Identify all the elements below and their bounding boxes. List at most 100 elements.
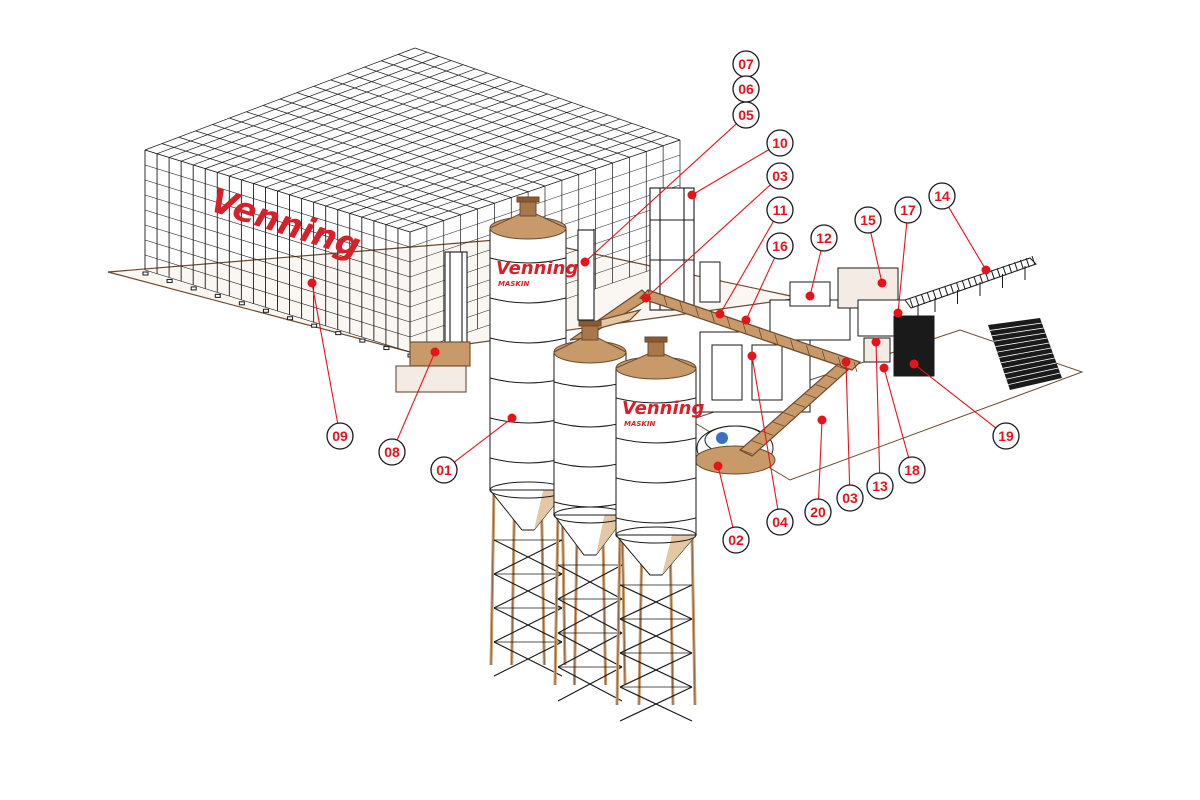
callout-marker-14 <box>981 265 991 275</box>
callout-number: 18 <box>904 462 920 478</box>
callout-03b: 03 <box>836 484 864 512</box>
callout-circle <box>766 232 794 260</box>
callout-circle <box>854 206 882 234</box>
callout-number: 04 <box>772 514 788 530</box>
callout-08: 08 <box>378 438 406 466</box>
callout-marker-13 <box>871 337 881 347</box>
callout-marker-20 <box>817 415 827 425</box>
callout-05: 05 <box>732 101 760 129</box>
leader-line-10 <box>691 149 770 196</box>
leader-line-12 <box>809 250 822 297</box>
callout-number: 15 <box>860 212 876 228</box>
callout-circle <box>866 472 894 500</box>
leader-line-17 <box>897 222 908 314</box>
callout-14: 14 <box>928 182 956 210</box>
callout-number: 14 <box>934 188 950 204</box>
leader-line-16 <box>745 257 776 321</box>
callout-circle <box>766 196 794 224</box>
leader-line-02 <box>717 465 734 528</box>
leader-line-04 <box>751 355 779 510</box>
callout-circle <box>326 422 354 450</box>
leader-line-15 <box>870 232 883 284</box>
callout-marker-08 <box>430 347 440 357</box>
callout-number: 03 <box>842 490 858 506</box>
callout-09: 09 <box>326 422 354 450</box>
callout-circle <box>894 196 922 224</box>
callout-number: 12 <box>816 230 832 246</box>
callout-number: 01 <box>436 462 452 478</box>
callout-number: 07 <box>738 56 754 72</box>
callout-number: 19 <box>998 428 1014 444</box>
callout-number: 10 <box>772 135 788 151</box>
leader-line-09 <box>311 282 339 424</box>
callout-11: 11 <box>766 196 794 224</box>
callout-circle <box>898 456 926 484</box>
callout-marker-02 <box>713 461 723 471</box>
callout-12: 12 <box>810 224 838 252</box>
callout-16: 16 <box>766 232 794 260</box>
callout-circle <box>722 526 750 554</box>
callout-04: 04 <box>766 508 794 536</box>
callout-13: 13 <box>866 472 894 500</box>
callout-circle <box>992 422 1020 450</box>
leader-line-03b <box>845 361 851 486</box>
callout-number: 08 <box>384 444 400 460</box>
callout-marker-18 <box>879 363 889 373</box>
callout-circle <box>928 182 956 210</box>
silo-brand-subtitle: MASKIN <box>498 280 529 288</box>
callout-number: 11 <box>773 202 788 218</box>
callout-circle <box>378 438 406 466</box>
callout-circle <box>430 456 458 484</box>
callout-19: 19 <box>992 422 1020 450</box>
callout-02: 02 <box>722 526 750 554</box>
callout-marker-11 <box>715 309 725 319</box>
leader-line-20 <box>818 419 823 500</box>
silo-brand-subtitle: MASKIN <box>624 420 655 428</box>
callout-07: 07 <box>732 50 760 78</box>
leader-line-08 <box>396 351 436 441</box>
callout-marker-17 <box>893 308 903 318</box>
callout-06: 06 <box>732 75 760 103</box>
callout-10: 10 <box>766 129 794 157</box>
callout-marker-12 <box>805 291 815 301</box>
leader-line-01 <box>453 417 513 463</box>
callout-18: 18 <box>898 456 926 484</box>
leader-line-13 <box>875 341 881 474</box>
callout-marker-16 <box>741 315 751 325</box>
silo-brand-logo: Venning <box>496 258 578 279</box>
finished-block-stack <box>988 318 1062 390</box>
callout-17: 17 <box>894 196 922 224</box>
callout-number: 03 <box>772 168 788 184</box>
leader-line-19 <box>913 363 997 429</box>
callout-marker-15 <box>877 278 887 288</box>
callout-number: 13 <box>872 478 888 494</box>
callout-01: 01 <box>430 456 458 484</box>
callout-marker-09 <box>307 278 317 288</box>
callout-circle <box>804 498 832 526</box>
callout-marker-10 <box>687 190 697 200</box>
callout-circle <box>766 129 794 157</box>
outfeed-conveyor <box>904 255 1037 312</box>
callout-number: 06 <box>738 81 754 97</box>
leader-line-18 <box>883 367 910 458</box>
silo-brand-logo: Venning <box>622 398 704 419</box>
callout-marker-01 <box>507 413 517 423</box>
callout-marker-04 <box>747 351 757 361</box>
callout-number: 17 <box>900 202 916 218</box>
callout-marker-03b <box>841 357 851 367</box>
callout-marker-03a <box>641 293 651 303</box>
callout-circle <box>766 162 794 190</box>
callout-15: 15 <box>854 206 882 234</box>
callout-number: 09 <box>332 428 348 444</box>
callout-circle <box>766 508 794 536</box>
stacker-crane-right <box>577 187 695 321</box>
callout-number: 20 <box>810 504 826 520</box>
callout-circle <box>732 101 760 129</box>
callout-number: 05 <box>738 107 754 123</box>
callout-03a: 03 <box>766 162 794 190</box>
leader-line-11 <box>719 220 774 315</box>
